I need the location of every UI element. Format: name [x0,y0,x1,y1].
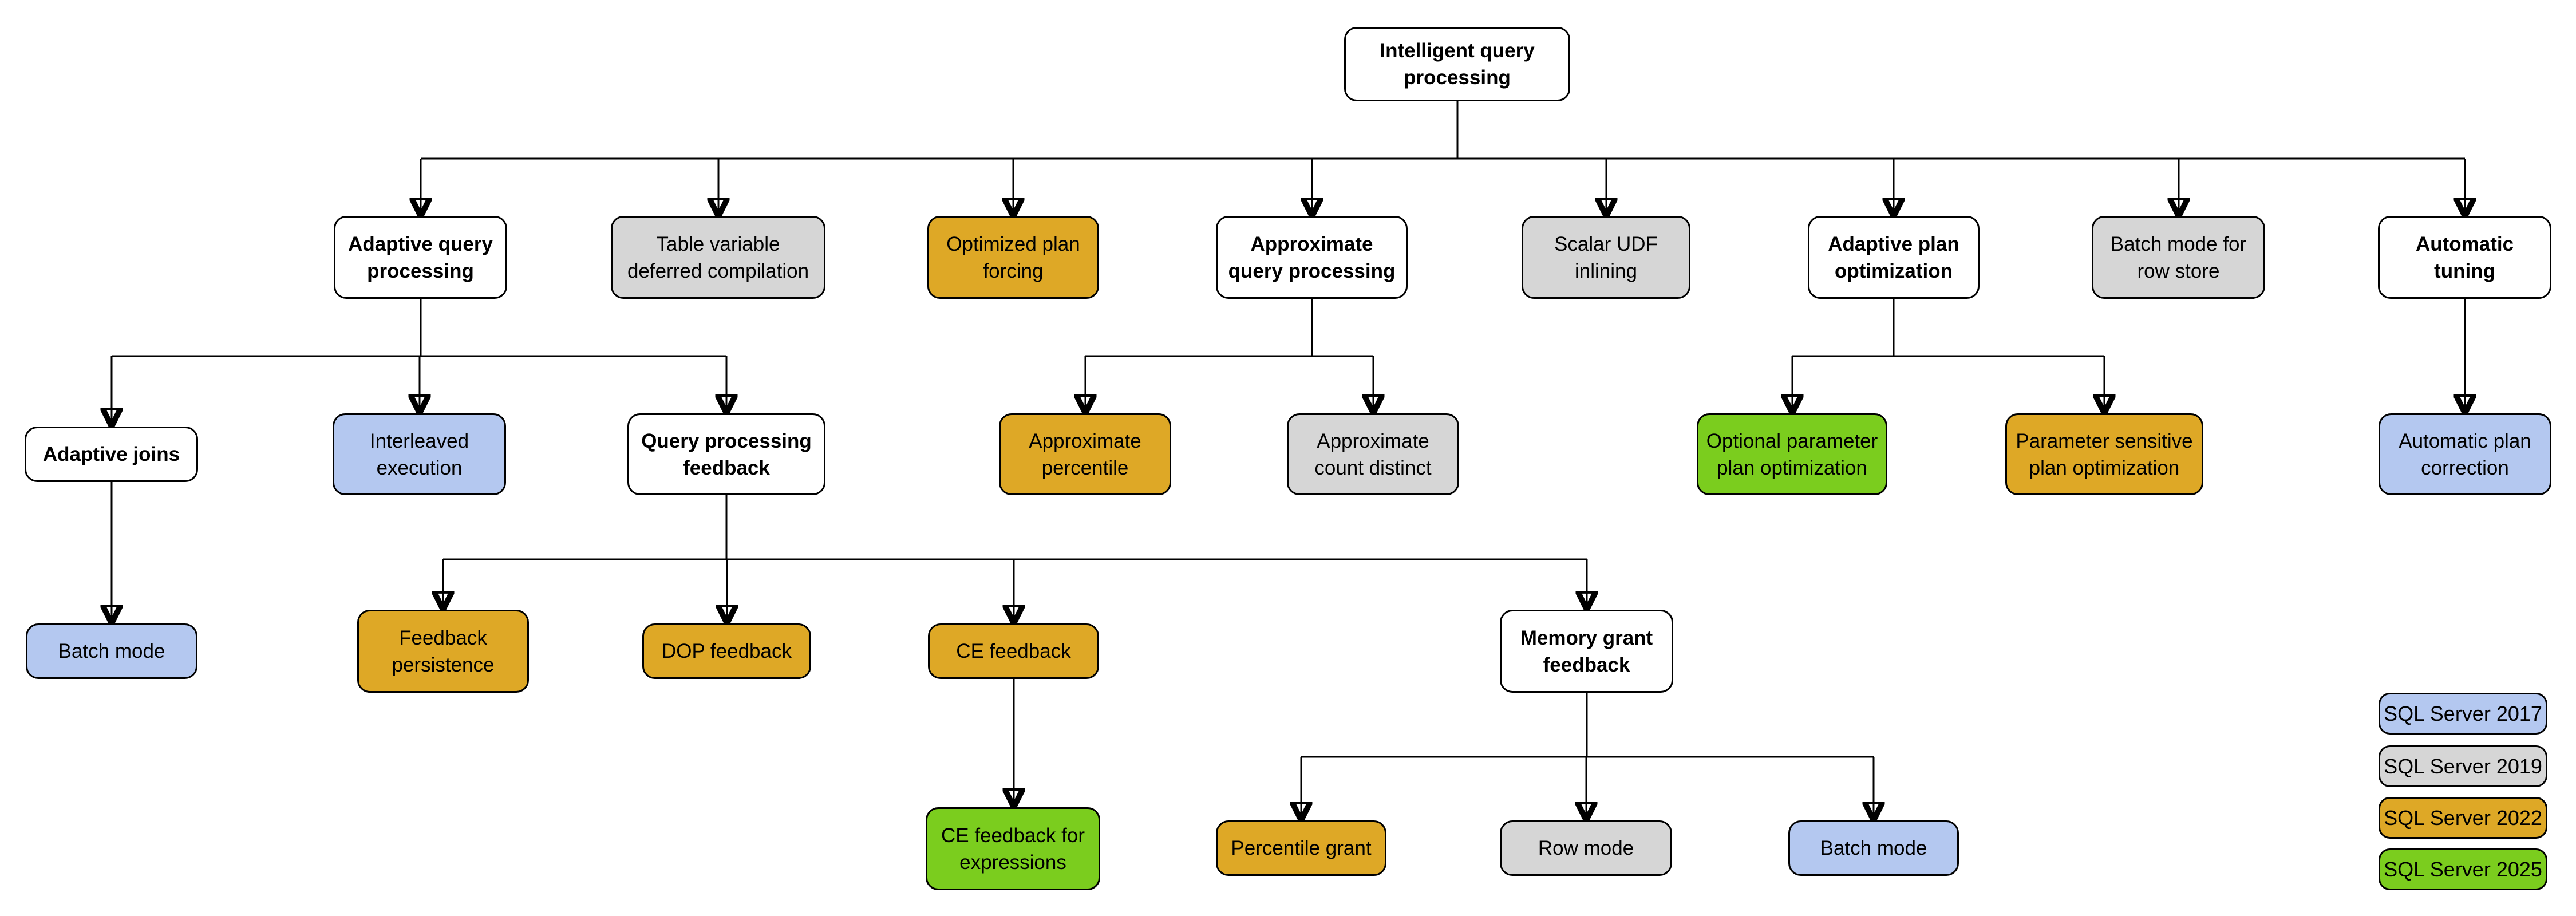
node-dop-feedback: DOP feedback [642,623,811,679]
legend-sql-server-2019: SQL Server 2019 [2379,745,2547,787]
node-parameter-sensitive-plan-optimization: Parameter sensitive plan optimization [2005,413,2203,495]
node-scalar-udf-inlining: Scalar UDF inlining [1522,216,1690,299]
node-intelligent-query-processing: Intelligent query processing [1344,27,1570,101]
node-automatic-tuning: Automatic tuning [2378,216,2551,299]
node-memory-grant-feedback: Memory grant feedback [1500,610,1673,693]
node-feedback-persistence: Feedback persistence [357,610,529,693]
node-approximate-query-processing: Approximate query processing [1216,216,1408,299]
node-table-variable-deferred-compilation: Table variable deferred compilation [611,216,825,299]
node-batch-mode-for-row-store: Batch mode for row store [2092,216,2265,299]
node-ce-feedback-for-expressions: CE feedback for expressions [926,807,1100,890]
legend-sql-server-2022: SQL Server 2022 [2379,797,2547,839]
node-row-mode: Row mode [1500,820,1672,876]
node-adaptive-plan-optimization: Adaptive plan optimization [1808,216,1980,299]
legend-sql-server-2017: SQL Server 2017 [2379,693,2547,735]
node-automatic-plan-correction: Automatic plan correction [2379,413,2551,495]
node-optimized-plan-forcing: Optimized plan forcing [927,216,1099,299]
node-ce-feedback: CE feedback [928,623,1099,679]
node-interleaved-execution: Interleaved execution [333,413,506,495]
node-adaptive-joins: Adaptive joins [25,427,198,482]
node-adaptive-query-processing: Adaptive query processing [334,216,507,299]
node-batch-mode-adaptive-joins: Batch mode [26,623,197,679]
connector [112,101,2465,758]
node-query-processing-feedback: Query processing feedback [627,413,825,495]
node-batch-mode-memory-grant: Batch mode [1788,820,1959,876]
node-approximate-count-distinct: Approximate count distinct [1287,413,1459,495]
node-percentile-grant: Percentile grant [1216,820,1386,876]
node-optional-parameter-plan-optimization: Optional parameter plan optimization [1697,413,1887,495]
node-approximate-percentile: Approximate percentile [999,413,1171,495]
legend-sql-server-2025: SQL Server 2025 [2379,848,2547,890]
